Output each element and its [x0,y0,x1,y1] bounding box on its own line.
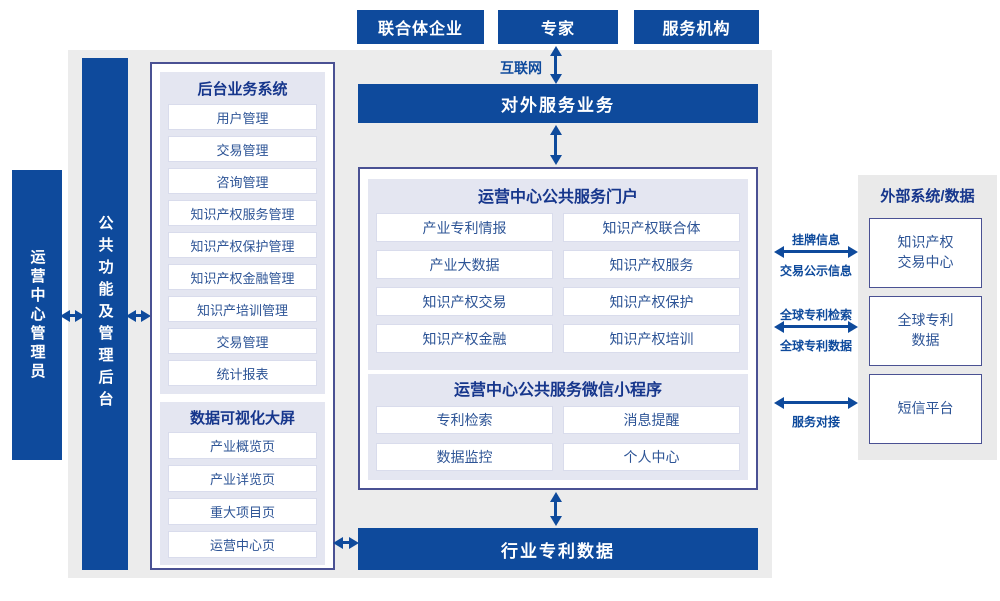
actor-union-enterprise: 联合体企业 [357,10,484,44]
backend-item: 咨询管理 [168,168,317,194]
link-label-service-connect: 服务对接 [791,415,840,429]
backend-item: 用户管理 [168,104,317,130]
external-service-bar: 对外服务业务 [358,84,758,123]
backend-item: 知识产权金融管理 [168,264,317,290]
link-label-global-patent-search: 全球专利检索 [779,308,852,322]
dashboard-item: 重大项目页 [168,498,317,525]
external-system-ip-exchange: 知识产权 交易中心 [869,218,982,288]
backend-functions-bar: 公共功能及管理后台 [82,58,128,570]
portal-item: 知识产权联合体 [563,213,740,242]
arrow-global-patent-icon [783,325,849,328]
arrow-portal-industry-icon [554,501,557,517]
backend-container: 后台业务系统 用户管理 交易管理 咨询管理 知识产权服务管理 知识产权保护管理 … [150,62,335,570]
portal-title: 运营中心公共服务门户 [477,189,638,206]
internet-label: 互联网 [500,60,542,76]
external-system-sms: 短信平台 [869,374,982,444]
backend-item: 统计报表 [168,360,317,386]
miniprogram-title: 运营中心公共服务微信小程序 [453,382,662,399]
backend-item: 知识产权保护管理 [168,232,317,258]
arrow-dashboard-industry-icon [342,541,350,544]
backend-item: 知识产培训管理 [168,296,317,322]
miniprogram-item: 消息提醒 [563,406,740,434]
portal-item: 知识产权交易 [376,287,553,316]
industry-data-bar: 行业专利数据 [358,528,758,570]
portal-item: 知识产权服务 [563,250,740,279]
operator-box: 运营中心管理员 [12,170,62,460]
arrow-operator-backend-icon [69,314,76,317]
dashboard-item: 产业概览页 [168,432,317,459]
backend-system-section: 后台业务系统 用户管理 交易管理 咨询管理 知识产权服务管理 知识产权保护管理 … [160,72,325,394]
portal-item: 知识产权保护 [563,287,740,316]
portal-item: 产业大数据 [376,250,553,279]
portal-container: 运营中心公共服务门户 产业专利情报 知识产权联合体 产业大数据 知识产权服务 知… [358,167,758,490]
backend-item: 知识产权服务管理 [168,200,317,226]
backend-system-title: 后台业务系统 [197,81,288,98]
arrow-sms-service-icon [783,401,849,404]
backend-item: 交易管理 [168,328,317,354]
miniprogram-item: 数据监控 [376,443,553,471]
arrow-ip-exchange-icon [783,250,849,253]
arrow-internet-icon [554,55,557,75]
external-systems-panel: 外部系统/数据 知识产权 交易中心 全球专利 数据 短信平台 [858,175,997,460]
portal-item: 知识产权培训 [563,324,740,353]
link-label-trade-publicity: 交易公示信息 [779,264,852,278]
miniprogram-item: 专利检索 [376,406,553,434]
link-label-listing-info: 挂牌信息 [791,233,840,247]
external-systems-title: 外部系统/数据 [880,188,975,205]
dashboard-title: 数据可视化大屏 [189,410,295,427]
portal-item: 产业专利情报 [376,213,553,242]
arrow-backend-panel-icon [135,314,142,317]
actor-service-org: 服务机构 [634,10,759,44]
miniprogram-item: 个人中心 [563,443,740,471]
dashboard-item: 运营中心页 [168,531,317,558]
backend-item: 交易管理 [168,136,317,162]
dashboard-item: 产业详览页 [168,465,317,492]
external-system-global-patent: 全球专利 数据 [869,296,982,366]
miniprogram-section: 运营中心公共服务微信小程序 专利检索 消息提醒 数据监控 个人中心 [368,374,748,480]
dashboard-section: 数据可视化大屏 产业概览页 产业详览页 重大项目页 运营中心页 [160,402,325,565]
portal-section: 运营中心公共服务门户 产业专利情报 知识产权联合体 产业大数据 知识产权服务 知… [368,179,748,370]
arrow-service-portal-icon [554,134,557,156]
link-label-global-patent-data: 全球专利数据 [779,339,852,353]
portal-item: 知识产权金融 [376,324,553,353]
actor-expert: 专家 [498,10,618,44]
